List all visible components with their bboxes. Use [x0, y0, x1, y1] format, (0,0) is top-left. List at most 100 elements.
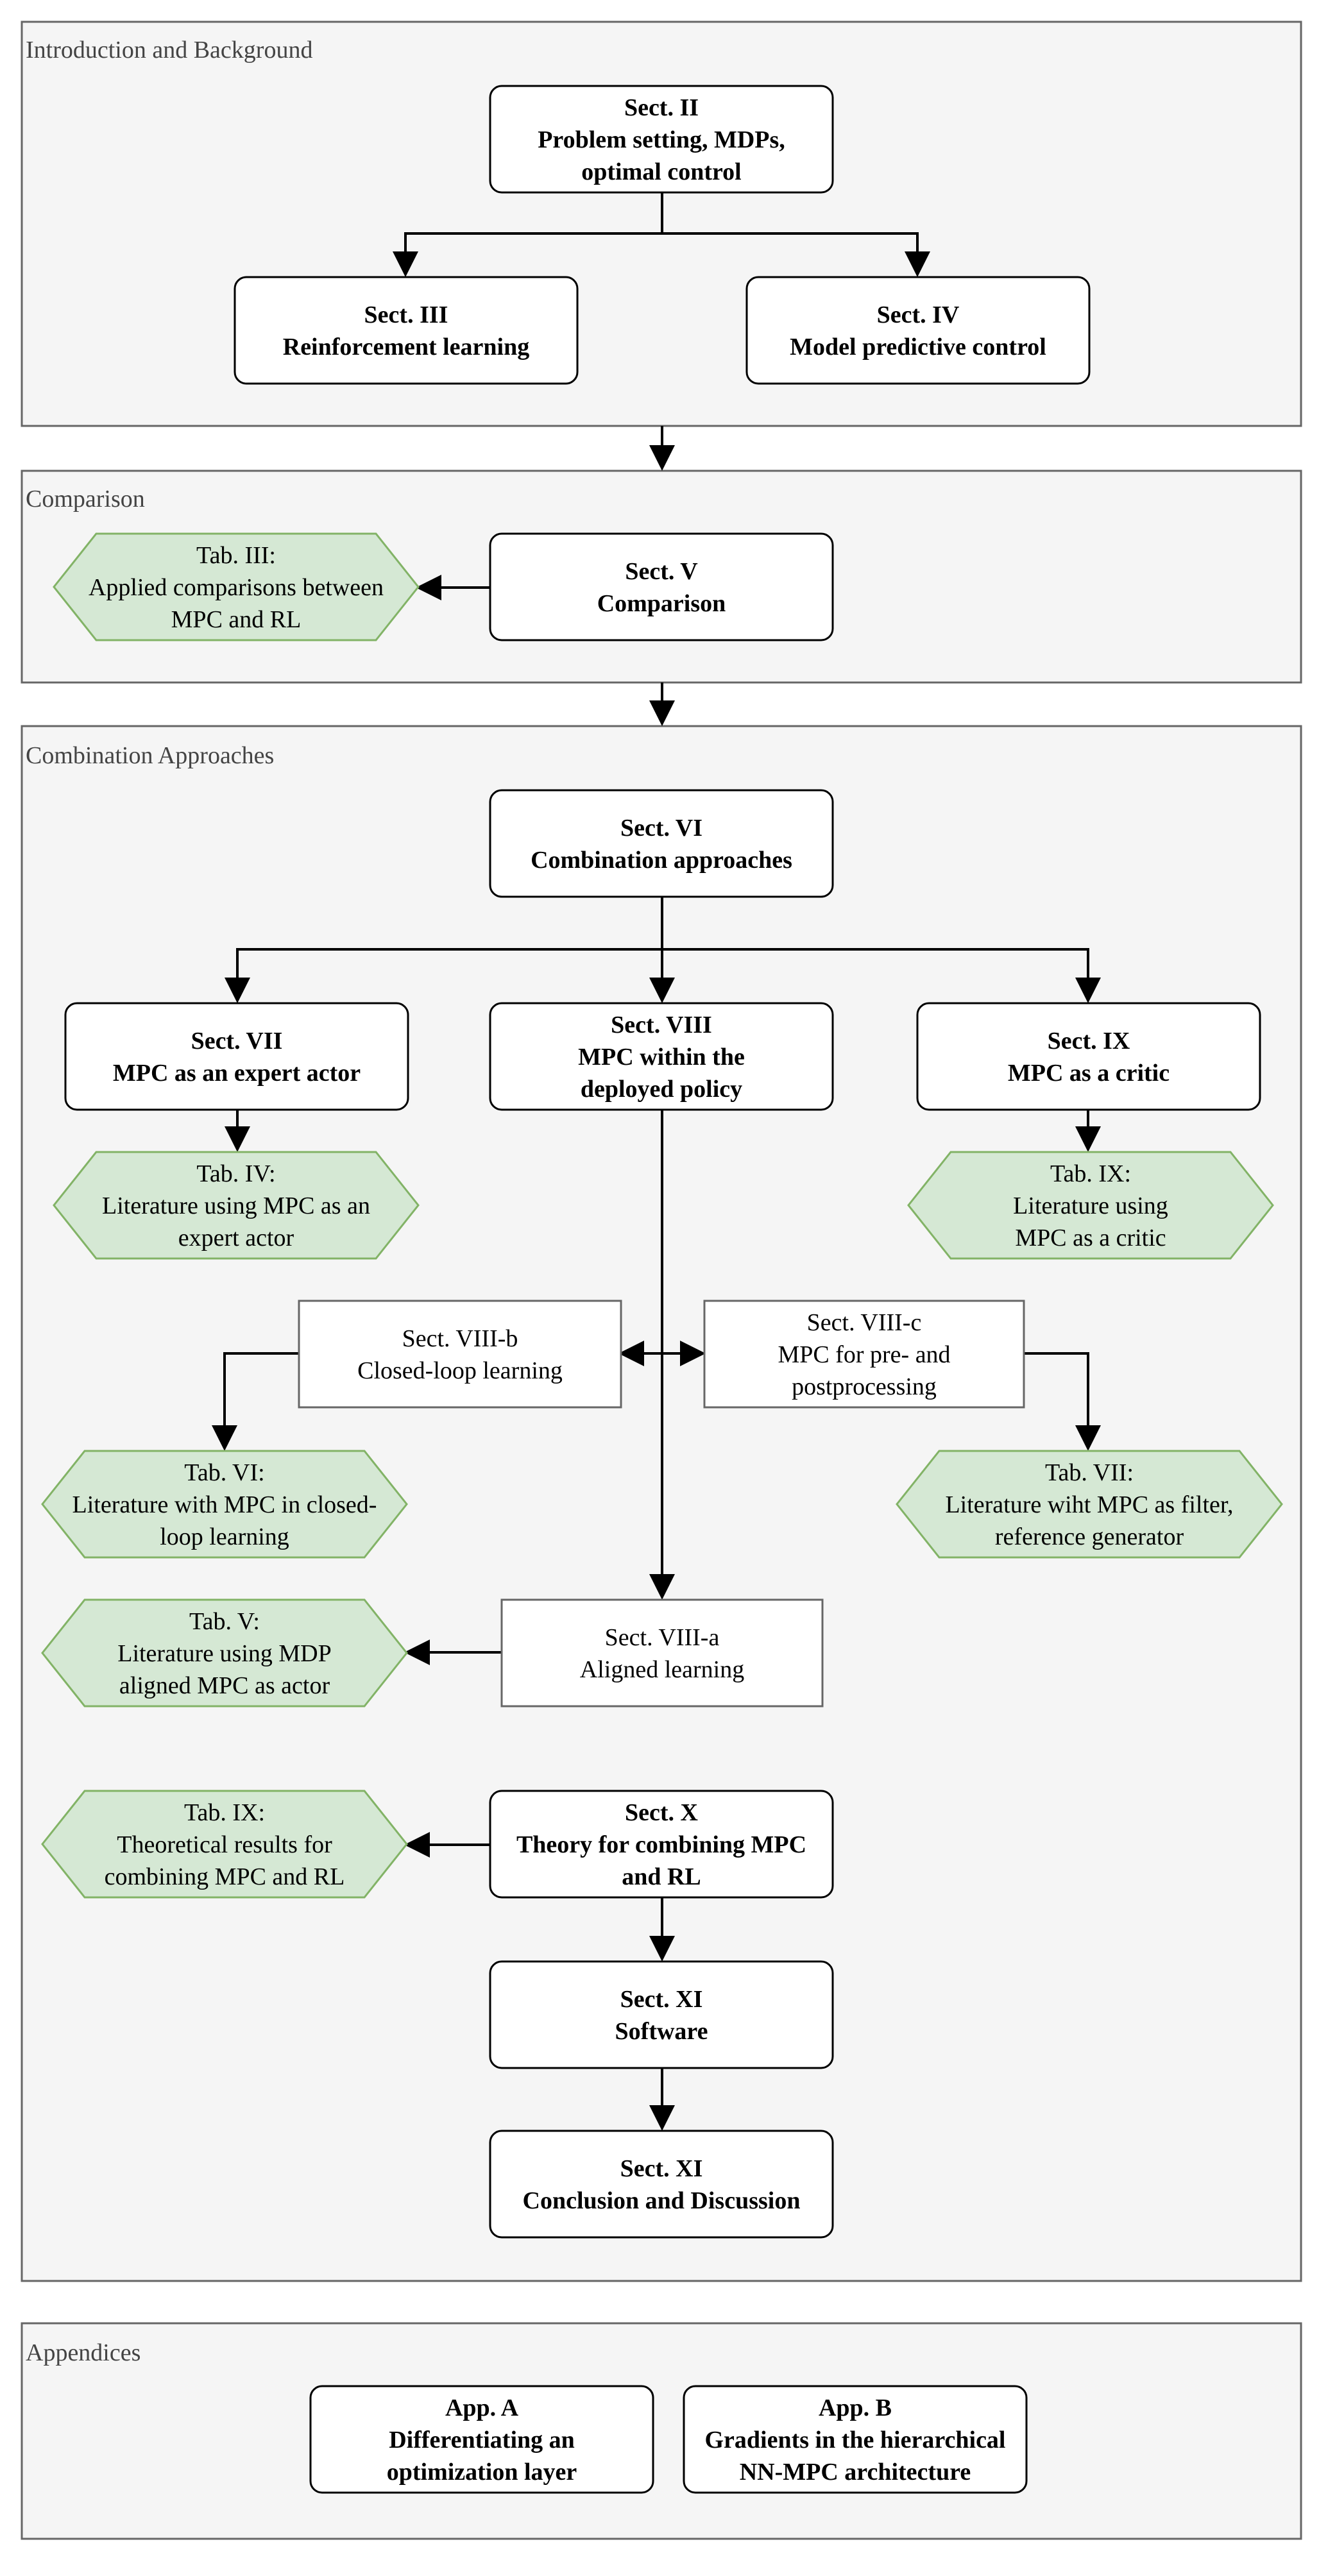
node-tab-iii: Tab. III:Applied comparisons betweenMPC … — [53, 532, 420, 641]
node-sect-v: Sect. V Comparison — [489, 532, 834, 641]
node-sect-ix-shape — [916, 1002, 1261, 1111]
node-sect-ii-shape — [489, 85, 834, 194]
node-sect-vii-shape — [64, 1002, 409, 1111]
node-sect-x-line-2: Theory for combining MPC — [516, 1831, 806, 1858]
node-sect-viii-b-line-2: Closed-loop learning — [357, 1357, 563, 1384]
node-tab-v-line-2: Literature using MDP — [117, 1640, 332, 1667]
node-app-b-shape — [683, 2385, 1028, 2494]
node-tab-ix-critic-shape — [907, 1151, 1274, 1260]
node-sect-vii-line-2: MPC as an expert actor — [113, 1060, 361, 1087]
node-tab-vii-line-3: reference generator — [995, 1523, 1184, 1550]
node-tab-v-line-3: aligned MPC as actor — [119, 1672, 330, 1699]
node-sect-vi-line-1: Sect. VI — [620, 815, 702, 842]
edge-sect-ii-to-sect-iv — [661, 192, 930, 277]
node-tab-ix-theory-line-2: Theoretical results for — [117, 1831, 332, 1858]
node-tab-iv-line-2: Literature using MPC as an — [102, 1192, 370, 1219]
node-app-b: App. B Gradients in the hierarchicalNN-MP… — [683, 2385, 1028, 2494]
node-tab-vii-line-2: Literature wiht MPC as filter, — [945, 1491, 1233, 1518]
node-sect-x-line-3: and RL — [622, 1863, 701, 1890]
node-sect-viii-b-shape — [298, 1300, 622, 1409]
node-sect-iv: Sect. IV Model predictive control — [745, 276, 1091, 385]
node-tab-ix-theory-line-3: combining MPC and RL — [105, 1863, 345, 1890]
node-tab-vi: Tab. VI: Literature with MPC in closed-lo… — [41, 1450, 408, 1559]
node-tab-iii-shape — [53, 532, 420, 641]
node-tab-iv-line-3: expert actor — [178, 1224, 294, 1251]
node-app-b-line-2: Gradients in the hierarchical — [705, 2427, 1006, 2453]
node-sect-iii-shape — [234, 276, 579, 385]
node-sect-xi-software-line-1: Sect. XI — [620, 1986, 703, 2013]
node-sect-xi-conclusion-line-2: Conclusion and Discussion — [523, 2187, 801, 2214]
node-tab-ix-critic-line-2: Literature using — [1013, 1192, 1168, 1219]
node-tab-ix-critic-line-3: MPC as a critic — [1015, 1224, 1166, 1251]
node-sect-iv-line-1: Sect. IV — [877, 301, 960, 328]
node-sect-vii: Sect. VII MPC as an expert actor — [64, 1002, 409, 1111]
node-tab-vi-line-2: Literature with MPC in closed- — [72, 1491, 377, 1518]
node-sect-ix-line-2: MPC as a critic — [1008, 1060, 1170, 1087]
node-app-a: App. A Differentiating an optimization lay… — [309, 2385, 654, 2494]
node-app-a-line-3: optimization layer — [387, 2459, 577, 2486]
node-sect-iii: Sect. III Reinforcement learning — [234, 276, 579, 385]
node-sect-vi-line-2: Combination approaches — [531, 847, 792, 874]
node-sect-viii-line-1: Sect. VIII — [611, 1012, 712, 1038]
node-sect-xi-conclusion-shape — [489, 2130, 834, 2239]
node-sect-iii-line-2: Reinforcement learning — [283, 334, 530, 360]
node-tab-vii-line-1: Tab. VII: — [1045, 1459, 1134, 1486]
node-tab-v-line-1: Tab. V: — [189, 1608, 260, 1635]
node-tab-ix-theory-line-1: Tab. IX: — [184, 1799, 265, 1826]
node-sect-xi-conclusion: Sect. XI Conclusion and Discussion — [489, 2130, 834, 2239]
node-sect-viii: Sect. VIII MPC within the deployed policy — [489, 1002, 834, 1111]
node-sect-iv-shape — [745, 276, 1091, 385]
node-sect-viii-c-line-1: Sect. VIII-c — [807, 1309, 922, 1336]
nodes: Sect. II Problem setting, MDPs, optimal co… — [41, 85, 1283, 2494]
node-sect-ii-line-3: optimal control — [581, 158, 741, 185]
node-tab-ix-critic-line-1: Tab. IX: — [1050, 1160, 1131, 1187]
group-appendices: Appendices — [21, 2322, 1302, 2540]
edges — [212, 192, 1101, 2131]
node-tab-v-shape — [41, 1598, 408, 1707]
node-tab-vi-line-1: Tab. VI: — [184, 1459, 264, 1486]
node-sect-ii-line-2: Problem setting, MDPs, — [538, 126, 785, 153]
node-tab-vii: Tab. VII: Literature wiht MPC as filter, r… — [896, 1450, 1283, 1559]
edge-sect-viii-c-to-tab-vii — [1023, 1352, 1101, 1451]
node-sect-xi-conclusion-line-1: Sect. XI — [620, 2155, 703, 2182]
node-tab-vii-shape — [896, 1450, 1283, 1559]
node-sect-viii-line-2: MPC within the — [578, 1044, 745, 1071]
group-appendices-title: Appendices — [26, 2339, 140, 2366]
node-sect-viii-a-line-1: Sect. VIII-a — [605, 1624, 720, 1651]
node-tab-iii-line-2: Applied comparisons between — [89, 574, 384, 601]
node-tab-iv: Tab. IV: Literature using MPC as an expert… — [53, 1151, 420, 1260]
node-sect-viii-b-line-1: Sect. VIII-b — [402, 1325, 518, 1352]
node-sect-ii-line-1: Sect. II — [624, 94, 699, 121]
node-sect-ii: Sect. II Problem setting, MDPs, optimal co… — [489, 85, 834, 194]
node-tab-iii-line-3: MPC and RL — [171, 606, 302, 633]
node-tab-v: Tab. V: Literature using MDP aligned MPC a… — [41, 1598, 408, 1707]
node-tab-iv-shape — [53, 1151, 420, 1260]
node-app-a-line-2: Differentiating an — [389, 2427, 575, 2453]
node-sect-vii-line-1: Sect. VII — [191, 1028, 283, 1055]
node-sect-viii-line-3: deployed policy — [581, 1076, 742, 1103]
node-sect-viii-a-shape — [500, 1598, 824, 1707]
node-sect-viii-shape — [489, 1002, 834, 1111]
node-sect-v-line-1: Sect. V — [625, 558, 698, 585]
node-app-b-line-1: App. B — [819, 2394, 892, 2421]
node-sect-iii-line-1: Sect. III — [364, 301, 448, 328]
node-app-b-line-3: NN-MPC architecture — [740, 2459, 971, 2486]
node-tab-ix-theory-shape — [41, 1790, 408, 1899]
node-sect-xi-software: Sect. XI Software — [489, 1960, 834, 2069]
group-combination-title: Combination Approaches — [26, 742, 274, 769]
node-sect-xi-software-line-2: Software — [615, 2018, 708, 2045]
node-sect-v-line-2: Comparison — [597, 590, 726, 617]
node-tab-vi-line-3: loop learning — [160, 1523, 289, 1550]
node-sect-iv-line-2: Model predictive control — [790, 334, 1046, 360]
edge-sect-vi-to-sect-ix — [662, 948, 1101, 1003]
node-sect-vi-shape — [489, 789, 834, 898]
group-comparison-title: Comparison — [26, 486, 145, 513]
node-sect-viii-c-line-2: MPC for pre- and — [778, 1341, 950, 1368]
node-app-a-line-1: App. A — [445, 2394, 519, 2421]
node-tab-iv-line-1: Tab. IV: — [196, 1160, 275, 1187]
